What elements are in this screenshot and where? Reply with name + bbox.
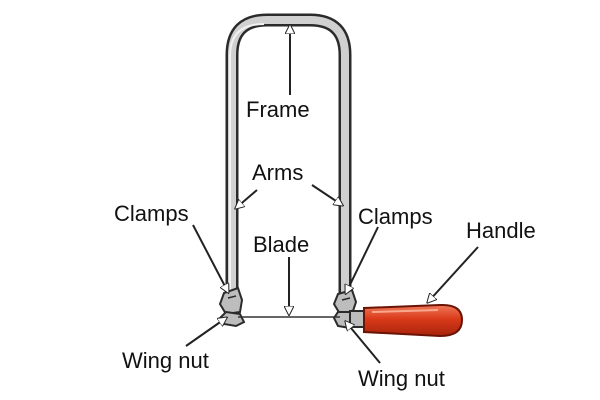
label-handle: Handle [466, 218, 536, 243]
saw-handle [349, 303, 464, 338]
saw-frame [225, 13, 352, 300]
arrow-clamps-left [192, 224, 228, 292]
arrow-wing-nut-right [346, 322, 381, 364]
arrow-clamps-right [346, 226, 379, 293]
label-blade: Blade [253, 232, 309, 257]
arrow-arms-right [311, 184, 342, 205]
label-clamps-right: Clamps [358, 204, 433, 229]
left-clamp [218, 286, 244, 316]
arrow-arms-left [236, 189, 258, 208]
label-wing-nut-left: Wing nut [122, 348, 209, 373]
label-arms: Arms [252, 160, 303, 185]
label-wing-nut-right: Wing nut [358, 366, 445, 391]
label-clamps-left: Clamps [114, 201, 189, 226]
label-frame: Frame [246, 97, 310, 122]
arrow-wing-nut-left [185, 318, 226, 347]
annotation-arrows [185, 26, 479, 364]
arrow-handle [428, 246, 479, 302]
